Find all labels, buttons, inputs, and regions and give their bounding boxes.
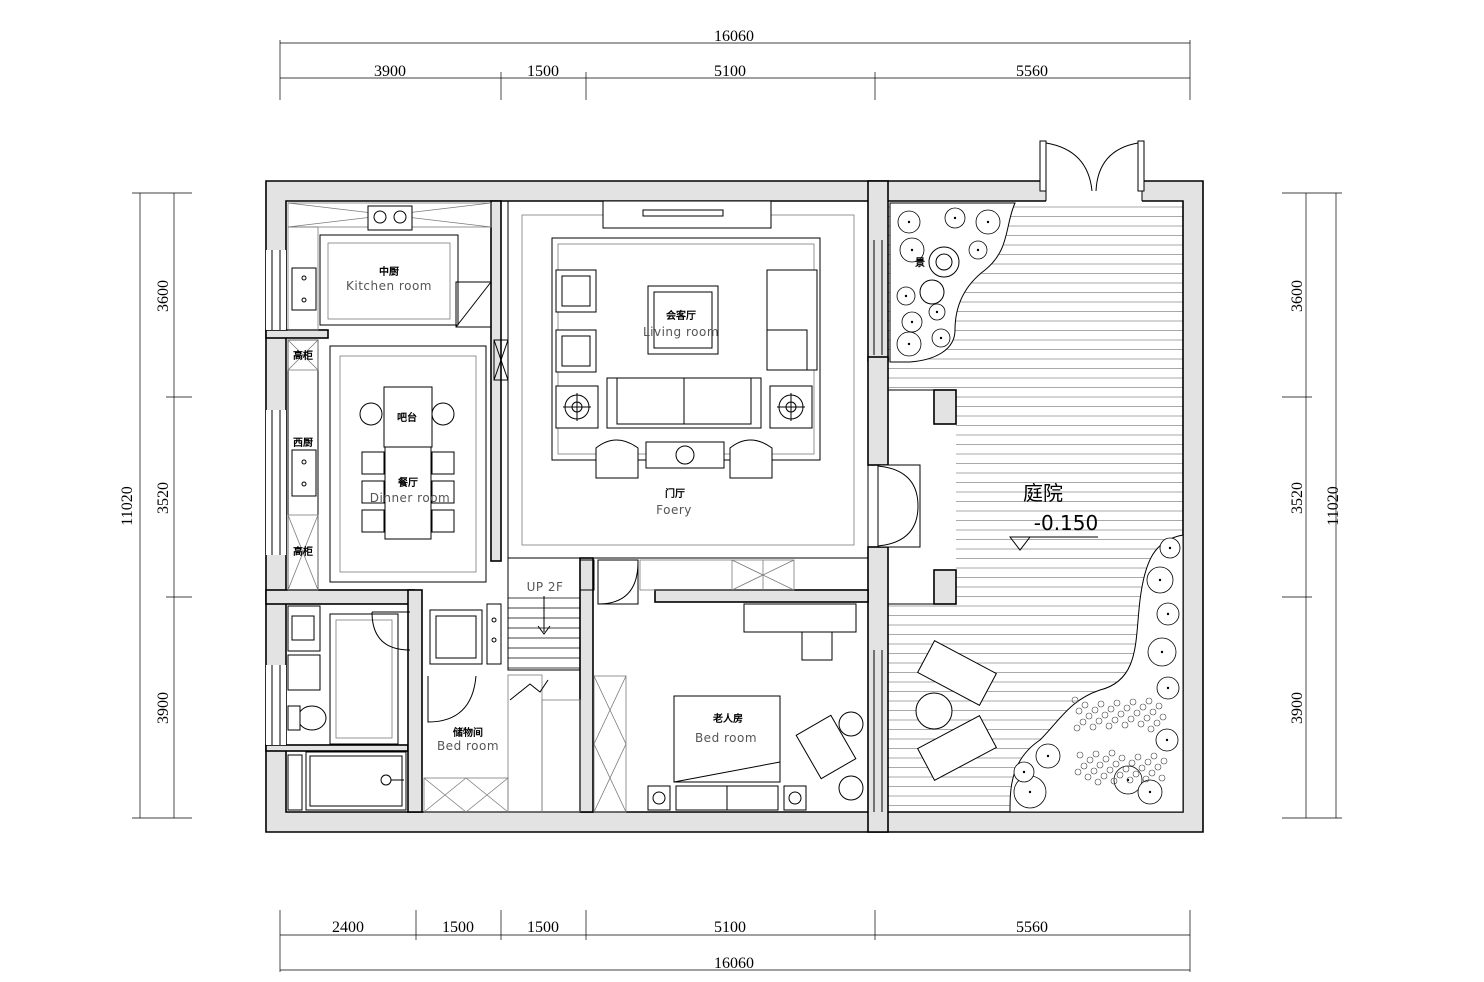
toilet-icon	[297, 705, 327, 731]
bed-icon	[673, 695, 781, 783]
hallway-doors[interactable]	[579, 559, 795, 605]
dim-right-2: 3520	[1289, 482, 1306, 514]
dim-bottom-total: 16060	[714, 955, 754, 972]
walls	[265, 178, 1204, 833]
dim-top-1: 3900	[374, 63, 406, 80]
room-labels: 中厨 Kitchen room 吧台 餐厅 Dinner room 会客厅 Li…	[293, 257, 1098, 753]
tall-cabinet-label-2: 高柜	[293, 545, 313, 558]
bathroom	[287, 605, 411, 811]
dim-right-total: 11020	[1325, 486, 1342, 525]
bar-label: 吧台	[397, 411, 417, 424]
courtyard-elevation: -0.150	[1034, 511, 1098, 535]
cooktop-icon	[367, 205, 413, 231]
dimension-lines	[132, 40, 1342, 972]
fountain-icon	[928, 246, 960, 278]
kitchen	[287, 202, 492, 331]
courtyard-columns	[888, 389, 957, 605]
dim-bottom-1: 2400	[332, 919, 364, 936]
courtyard-label: 庭院	[1023, 481, 1063, 505]
lounge-chair-icon	[595, 439, 639, 479]
dining-label-cn: 餐厅	[397, 476, 418, 489]
dim-top-3: 5100	[714, 63, 746, 80]
foyer-door[interactable]	[877, 464, 921, 548]
coffee-table	[647, 285, 719, 355]
storage-room	[423, 603, 509, 813]
armchair-icon	[555, 329, 597, 373]
armchair-icon	[555, 269, 597, 313]
sun-lounger-icon	[916, 714, 998, 782]
kitchen-label-en: Kitchen room	[346, 279, 432, 293]
washbasin-icon	[291, 615, 315, 641]
living-label-cn: 会客厅	[666, 309, 696, 322]
tall-cabinet-label-1: 高柜	[293, 349, 313, 362]
dim-left-1: 3600	[155, 280, 172, 312]
sink-icon	[291, 267, 317, 311]
elder-bedroom	[593, 603, 864, 813]
elevation-marker	[1008, 536, 1098, 551]
dim-left-total: 11020	[119, 486, 136, 525]
storage-label-en: Bed room	[437, 739, 499, 753]
desk	[743, 603, 857, 633]
foyer-label-en: Foery	[656, 503, 692, 517]
dim-right-3: 3900	[1289, 692, 1306, 724]
dimension-labels: 16060 3900 1500 5100 5560 2400 1500 1500…	[119, 28, 1342, 972]
reading-chair-icon	[795, 714, 857, 780]
chaise-sofa	[766, 269, 818, 371]
kitchen-label-cn: 中厨	[379, 265, 399, 278]
western-kitchen-label: 西厨	[293, 437, 313, 449]
living-room	[507, 200, 869, 559]
lounge-chair-icon	[729, 439, 773, 479]
dim-top-total: 16060	[714, 28, 754, 45]
dining	[287, 339, 509, 591]
dim-top-4: 5560	[1016, 63, 1048, 80]
bathtub-icon	[305, 751, 407, 811]
foyer-label-cn: 门厅	[665, 487, 685, 500]
elder-bedroom-label-cn: 老人房	[712, 712, 743, 725]
storage-label-cn: 储物间	[452, 726, 483, 739]
elder-bedroom-label-en: Bed room	[695, 731, 757, 745]
staircase[interactable]: UP 2F	[507, 557, 581, 813]
dim-bottom-3: 1500	[527, 919, 559, 936]
stairs-label: UP 2F	[527, 580, 564, 594]
dim-bottom-4: 5100	[714, 919, 746, 936]
courtyard-top-door[interactable]	[1039, 140, 1145, 192]
pond-label: 景	[915, 257, 925, 269]
courtyard-garden	[889, 202, 1184, 813]
dim-left-3: 3900	[155, 692, 172, 724]
tv-cabinet	[602, 200, 772, 229]
dim-bottom-2: 1500	[442, 919, 474, 936]
dim-left-2: 3520	[155, 482, 172, 514]
dining-label-en: Dinner room	[370, 491, 450, 505]
western-sink-icon	[291, 449, 317, 497]
dim-right-1: 3600	[1289, 280, 1306, 312]
bar-counter	[383, 386, 433, 448]
living-label-en: Living room	[643, 325, 719, 339]
dim-bottom-5: 5560	[1016, 919, 1048, 936]
sun-lounger-icon	[916, 639, 998, 707]
dim-top-2: 1500	[527, 63, 559, 80]
dining-table	[384, 446, 432, 540]
